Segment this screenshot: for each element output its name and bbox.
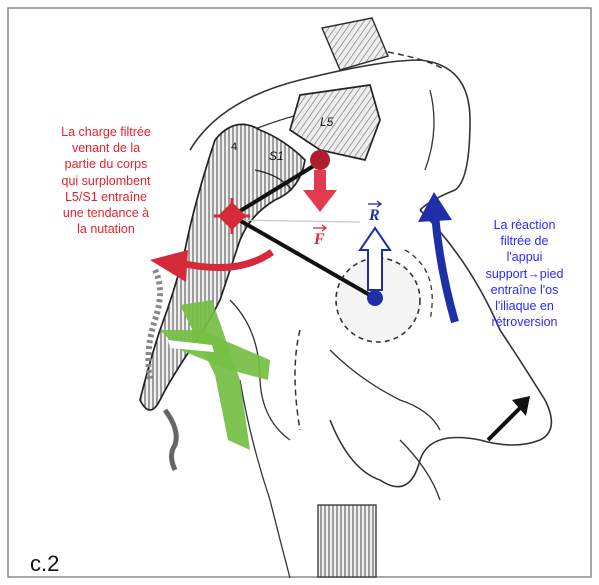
label-force-r: R bbox=[368, 207, 380, 224]
annotation-reaction-text: La réaction filtrée de l'appui support→p… bbox=[462, 217, 587, 330]
annotation-reaction-line: La réaction bbox=[462, 217, 587, 233]
reaction-point bbox=[367, 290, 383, 306]
annotation-reaction-line: rétroversion bbox=[462, 314, 587, 330]
annotation-reaction-line: l'appui bbox=[462, 249, 587, 265]
label-l5: L5 bbox=[320, 115, 334, 129]
annotation-reaction-line: filtrée de bbox=[462, 233, 587, 249]
foot-direction-arrow bbox=[488, 408, 520, 440]
label-sacrum-num: 4 bbox=[231, 141, 237, 153]
ligament-sacrospinous bbox=[180, 300, 250, 450]
femur-shaft bbox=[318, 505, 376, 577]
annotation-load-line: qui surplombent bbox=[35, 173, 177, 189]
vertebra-upper bbox=[322, 18, 388, 70]
label-force-f: F bbox=[313, 231, 325, 248]
annotation-load-line: La charge filtrée bbox=[35, 124, 177, 140]
annotation-load-line: L5/S1 entraîne bbox=[35, 189, 177, 205]
annotation-load-line: la nutation bbox=[35, 221, 177, 237]
force-f-arrow bbox=[303, 190, 337, 212]
load-point bbox=[310, 150, 330, 170]
lever-arm-reaction bbox=[232, 216, 375, 298]
annotation-load-line: une tendance à bbox=[35, 205, 177, 221]
label-s1: S1 bbox=[269, 149, 284, 163]
annotation-load-line: venant de la bbox=[35, 140, 177, 156]
retroversion-arrow bbox=[435, 215, 455, 322]
annotation-reaction-line: l'iliaque en bbox=[462, 298, 587, 314]
annotation-reaction-line: entraîne l'os bbox=[462, 282, 587, 298]
annotation-load-line: partie du corps bbox=[35, 156, 177, 172]
vertebra-l5 bbox=[290, 85, 380, 160]
annotation-load-text: La charge filtrée venant de la partie du… bbox=[35, 124, 177, 237]
figure-label: c.2 bbox=[30, 551, 59, 577]
annotation-reaction-line: support→pied bbox=[462, 266, 587, 282]
